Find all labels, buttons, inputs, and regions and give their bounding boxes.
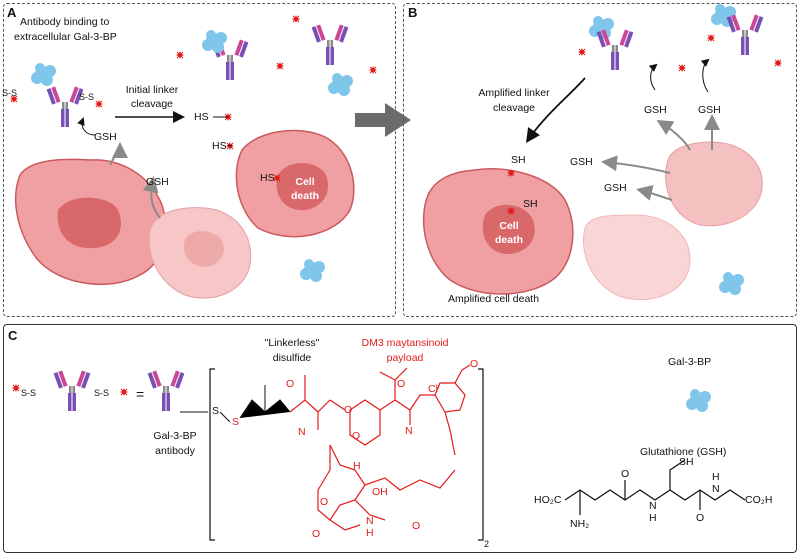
gsh-release-arrow-b-1 [656,119,691,151]
panel-b [403,3,797,317]
atom-nh2: NH₂ [570,518,590,530]
payload-c-2 [119,387,129,397]
panel-a-label: A [7,5,17,20]
gsh-label-b-1: GSH [644,104,667,116]
atom-o-1: O [286,378,295,390]
hs-label-a-3: HS [260,172,275,184]
amplified-cell-death-label: Amplified cell death [448,293,540,305]
gsh-up-arrow-a [109,142,128,166]
gsh-attack-arrow-b-1 [648,63,658,91]
gsh-release-arrow-b-3 [601,155,671,174]
atom-o-3: O [397,378,406,390]
payload-c-1 [11,383,21,393]
gsh-label-a-1: GSH [94,131,117,143]
dm3-payload-structure [289,364,471,531]
atom-o-g1: O [621,468,630,480]
dying-cell-b-1 [583,214,691,300]
atom-n-1: N [298,426,306,438]
amplified-cleavage-arrow [525,77,586,143]
gsh-label-a-2: GSH [146,176,169,188]
atom-o-g2: O [696,512,705,524]
atom-ho2c: HO₂C [534,494,562,506]
nucleus-left [57,197,122,249]
linkerless-line2: disulfide [272,352,312,364]
panel-c-label: C [8,328,18,343]
atom-h-g1: H [649,512,657,524]
atom-o-5: O [352,430,361,442]
initial-cleavage-line1: Initial linker [125,84,179,96]
payload-title-line2: payload [386,352,424,364]
gsh-label-b-4: GSH [604,182,627,194]
antibody-label-line2: antibody [155,445,195,457]
nucleus-b [482,204,535,255]
atom-n-2: N [405,425,413,437]
atom-co2h: CO₂H [745,494,773,506]
atom-n-3: N [366,515,374,527]
atom-o-2: O [344,404,353,416]
binding-text-line2: extracellular Gal-3-BP [14,31,117,43]
right-bracket [478,368,484,541]
atom-oh: OH [372,486,388,498]
atom-s-2: S [232,416,240,428]
atom-h-g2: H [712,471,720,483]
panel-c [3,324,797,553]
ss-label-c-1: S-S [21,388,37,398]
gsh-label-b-3: GSH [570,156,593,168]
linkerless-line1: "Linkerless" [264,337,320,349]
dying-nucleus [183,231,224,267]
atom-s-1: S [212,405,220,417]
atom-o-4: O [470,358,479,370]
panel-b-label: B [408,5,418,20]
atom-h-2: H [366,527,374,539]
antibody-c-conjugate [147,370,185,411]
linker-bond [180,385,291,423]
atom-n-g2: N [712,483,720,495]
gsh-attack-arrow-a [77,117,96,136]
atom-cl: Cl [428,383,438,395]
hs-label-a-2: HS [212,140,227,152]
cell-death-a-line1: Cell [295,176,315,188]
gsh-release-arrow-b-4 [636,185,673,201]
gsh-label-b-2: GSH [698,104,721,116]
sh-label-b-1: SH [511,154,526,166]
atom-o-8: O [412,520,421,532]
initial-cleavage-line2: cleavage [130,98,174,110]
sh-label-b-2: SH [523,198,538,210]
antibody-label-line1: Gal-3-BP [153,430,197,442]
atom-sh-g: SH [679,456,694,468]
binding-text-line1: Antibody binding to [20,16,110,28]
ss-label-a-2: S-S [79,92,95,102]
big-transition-arrow [355,103,411,137]
amplified-cleavage-line1: Amplified linker [478,87,550,99]
gsh-attack-arrow-b-2 [700,58,710,93]
cell-death-b-line2: death [494,234,523,246]
bracket-subscript: 2 [484,539,490,549]
hs-line-a [213,116,233,147]
atom-h: H [353,460,361,472]
atom-n-g1: N [649,500,657,512]
gal3bp-legend-label: Gal-3-BP [668,356,712,368]
atom-o-6: O [320,496,329,508]
gal3bp-legend-blob [686,389,711,412]
glutathione-structure [564,459,746,515]
panel-a [3,3,396,317]
equals-sign: = [136,386,145,402]
amplified-cleavage-line2: cleavage [492,102,536,114]
left-bracket [209,368,215,541]
glutathione-label: Glutathione (GSH) [640,446,727,458]
antibody-c-legend [53,370,91,411]
dying-cell-b-2 [665,141,763,227]
gsh-recycle-arrow-a [142,176,161,219]
cell-death-b-line1: Cell [499,220,519,232]
atom-o-7: O [312,528,321,540]
hs-label-a-1: HS [194,111,209,123]
nucleus-right [276,162,329,211]
ss-label-c-2: S-S [94,388,110,398]
cell-death-a-line2: death [290,190,319,202]
payload-title-line1: DM3 maytansinoid [361,337,449,349]
ss-label-a-1: S-S [2,88,18,98]
